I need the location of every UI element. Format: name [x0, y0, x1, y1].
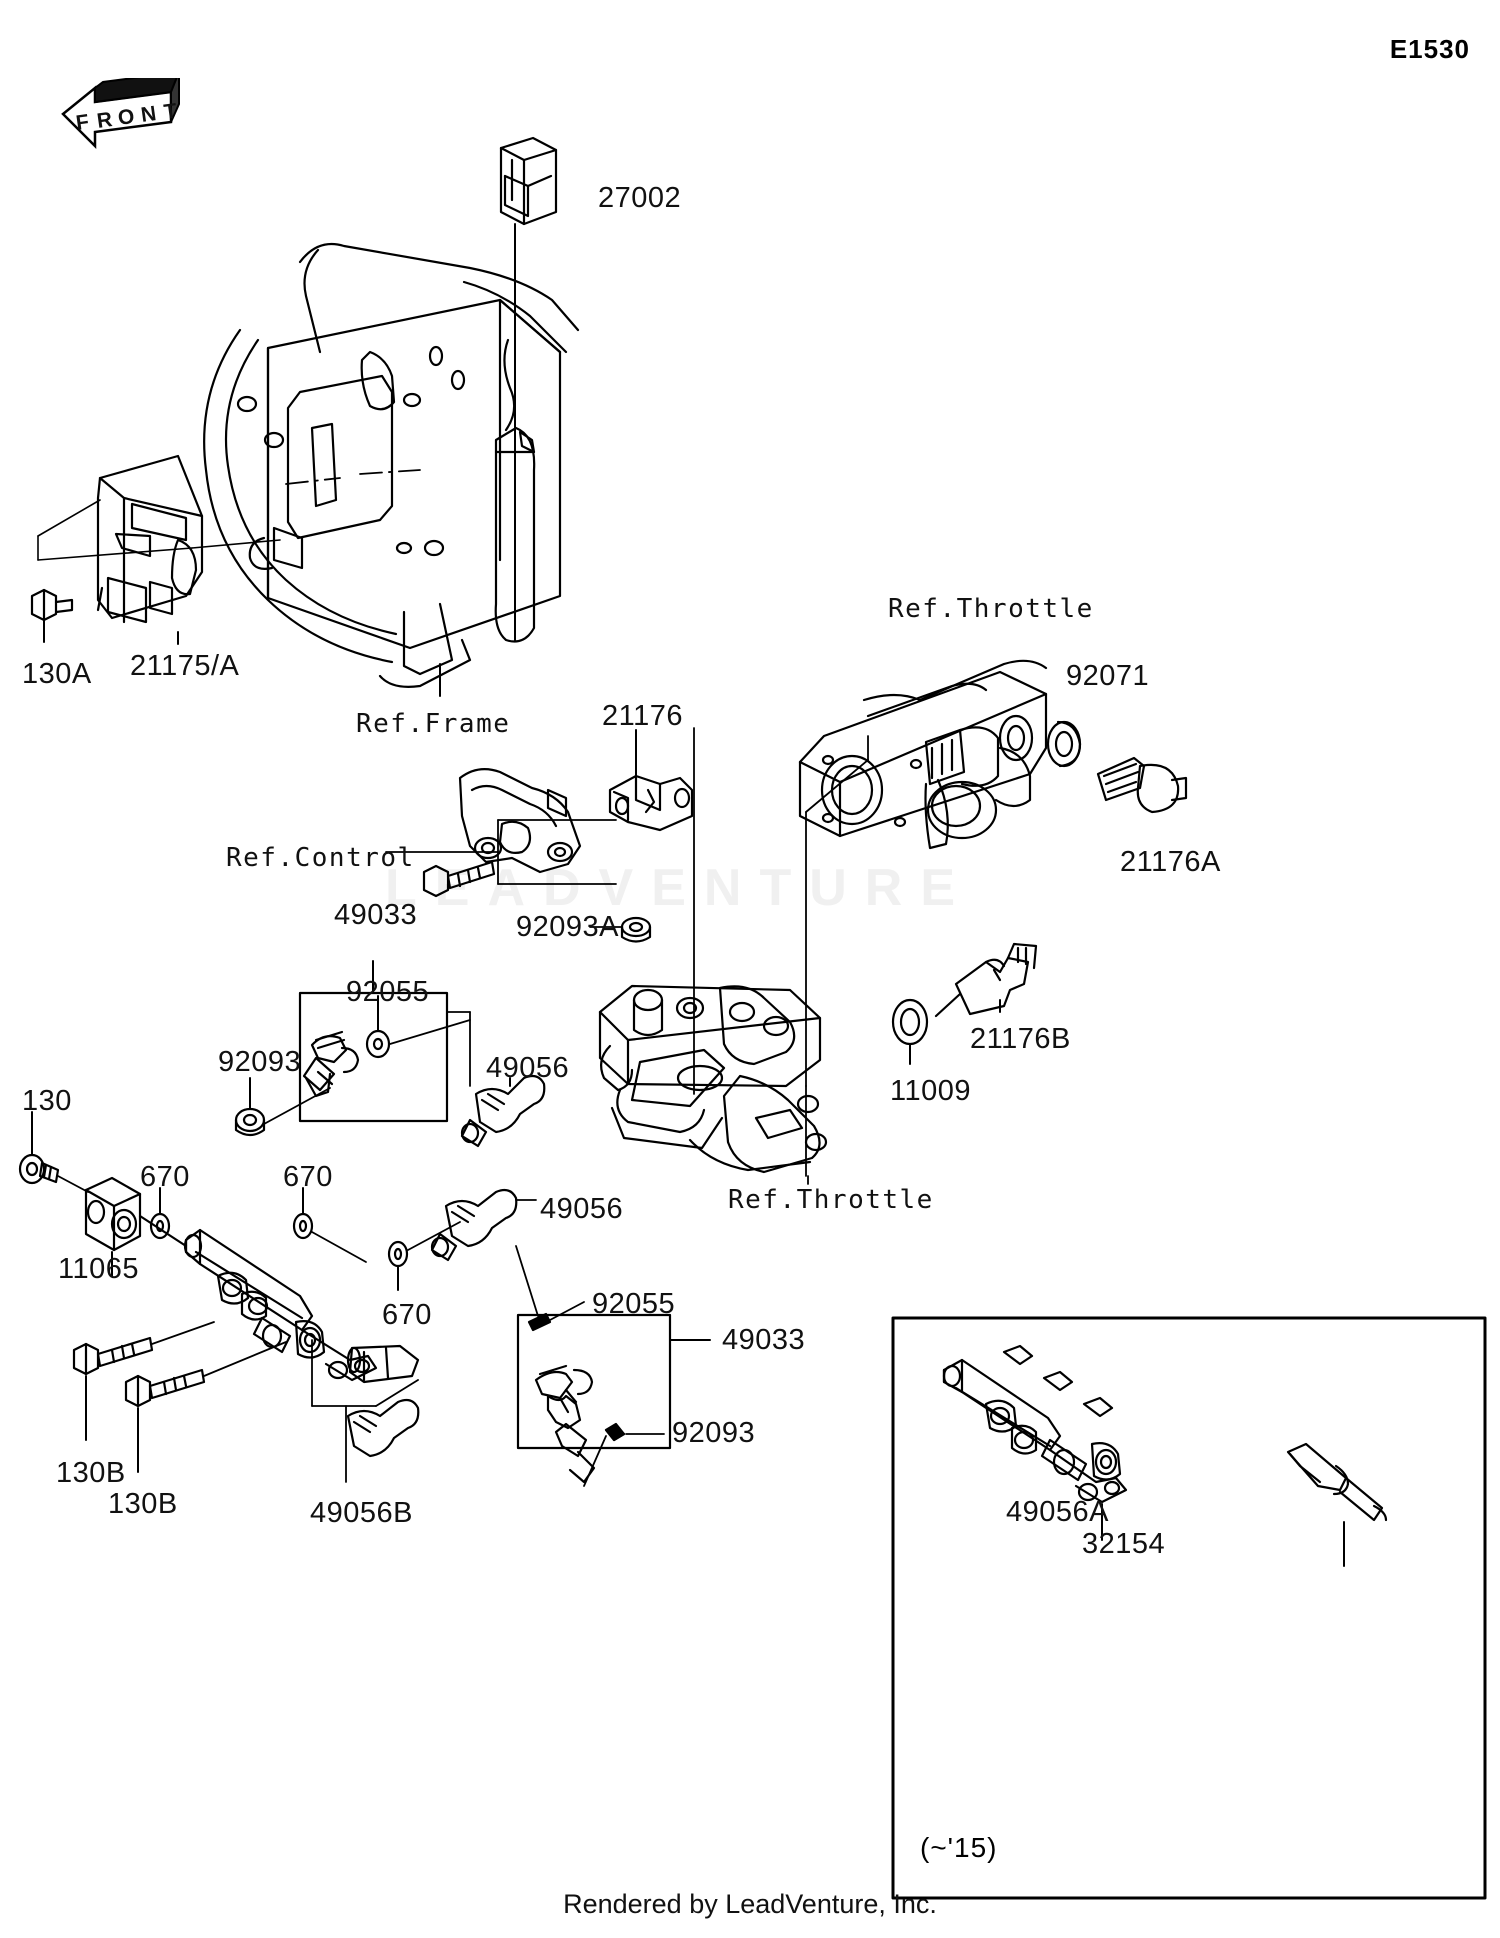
part-92055-oring-upper	[365, 1029, 391, 1059]
render-credit-footer: Rendered by LeadVenture, Inc.	[563, 1889, 937, 1919]
label-ref-frame: Ref.Frame	[356, 709, 511, 739]
inset-year-caption: (~'15)	[920, 1832, 998, 1863]
label-49056A: 49056A	[1006, 1496, 1109, 1528]
label-92093-lower: 92093	[672, 1417, 756, 1449]
part-11009-gasket	[891, 998, 929, 1046]
part-ref-throttle-assembly-top	[798, 659, 1048, 850]
part-130A-bolt	[30, 588, 74, 622]
part-49056-injector-mid	[430, 1188, 518, 1262]
svg-text:N: N	[139, 102, 157, 127]
part-670-oring-c	[387, 1240, 409, 1268]
label-49056-upper: 49056	[486, 1052, 570, 1084]
label-32154: 32154	[1082, 1528, 1166, 1560]
label-92055-lower: 92055	[592, 1288, 676, 1320]
part-130B-bolt-a	[72, 1336, 154, 1376]
label-49033-lower: 49033	[722, 1324, 806, 1356]
label-11065: 11065	[58, 1253, 139, 1285]
label-130: 130	[22, 1085, 72, 1117]
part-92093-washer-upper	[234, 1107, 266, 1137]
label-21176: 21176	[602, 700, 683, 732]
part-49056B-fuel-rail	[138, 1214, 420, 1384]
svg-text:F: F	[74, 110, 90, 135]
part-92093-washer-lower	[604, 1422, 626, 1442]
label-11009: 11009	[890, 1075, 971, 1107]
part-intake-manifold	[598, 984, 828, 1174]
diagram-code: E1530	[1389, 34, 1470, 64]
label-ref-throttle-bottom: Ref.Throttle	[728, 1185, 934, 1215]
svg-text:R: R	[95, 108, 113, 133]
part-92071-seal	[1046, 720, 1082, 768]
label-92071: 92071	[1066, 660, 1150, 692]
label-49056-mid: 49056	[540, 1193, 624, 1225]
label-130B-a: 130B	[56, 1457, 126, 1489]
label-ref-throttle-top: Ref.Throttle	[888, 594, 1094, 624]
part-49033-injector-lower	[534, 1364, 596, 1484]
part-670-oring-b	[292, 1212, 314, 1240]
label-670-b: 670	[283, 1161, 333, 1193]
part-21175-ecu	[96, 454, 204, 624]
part-ref-frame-bracket	[203, 242, 580, 688]
label-130B-b: 130B	[108, 1488, 178, 1520]
label-ref-control: Ref.Control	[226, 843, 415, 873]
part-49056-injector-low	[346, 1398, 420, 1458]
part-49056A-fuel-rail-inset	[942, 1344, 1128, 1504]
part-49033-injector-upper	[302, 1030, 360, 1098]
svg-text:T: T	[162, 99, 178, 124]
part-11065-cap	[84, 1176, 142, 1252]
label-49056B: 49056B	[310, 1497, 413, 1529]
part-130-washer	[18, 1153, 60, 1185]
part-92093A-washer	[620, 916, 652, 943]
label-49033-upper: 49033	[334, 899, 418, 931]
label-21176B: 21176B	[970, 1023, 1071, 1055]
label-92093-upper: 92093	[218, 1046, 302, 1078]
front-arrow-icon: F R O N T	[61, 70, 181, 150]
label-27002: 27002	[598, 182, 682, 214]
label-670-c: 670	[382, 1299, 432, 1331]
label-670-a: 670	[140, 1161, 190, 1193]
part-ref-control-bracket	[458, 767, 582, 874]
label-92055-upper: 92055	[346, 976, 430, 1008]
part-32154-pin	[1286, 1442, 1388, 1522]
svg-text:O: O	[116, 105, 135, 130]
front-direction-badge: F R O N T	[55, 70, 185, 178]
label-130A: 130A	[22, 658, 92, 690]
part-21176-sensor	[608, 774, 694, 832]
part-27002-relay	[499, 136, 558, 226]
label-21176A: 21176A	[1120, 846, 1221, 878]
part-21176A-sensor	[1096, 756, 1188, 814]
part-control-bolt	[422, 860, 496, 898]
part-21176B-sensor	[934, 942, 1038, 1018]
part-49056-injector-upper	[460, 1074, 546, 1148]
part-92055-oring-lower	[527, 1312, 552, 1332]
label-21175-A: 21175/A	[130, 650, 240, 682]
label-92093A: 92093A	[516, 911, 619, 943]
part-130B-bolt-b	[124, 1368, 206, 1408]
